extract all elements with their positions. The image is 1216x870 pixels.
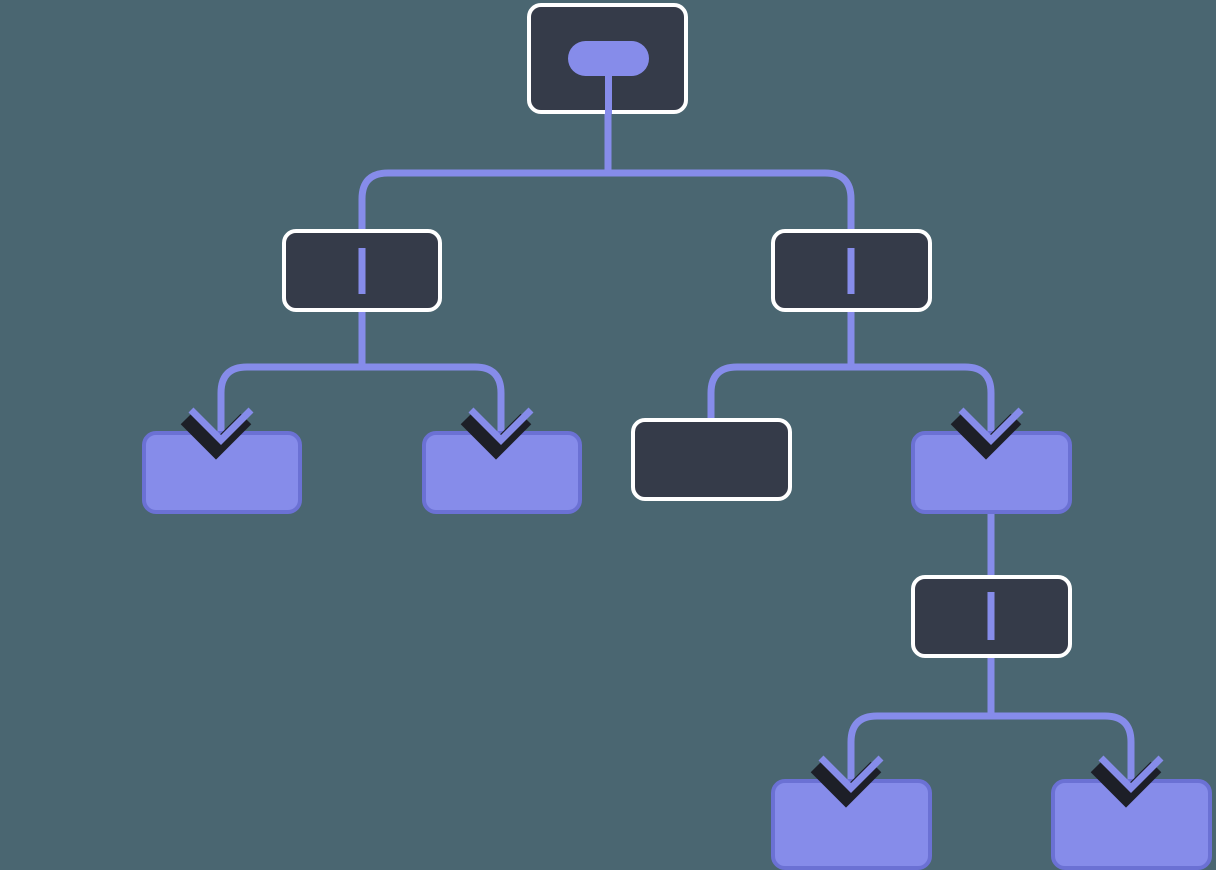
edge-level2-left-to-leaf-a-arrowhead <box>180 407 254 460</box>
edge-level2-left-to-leaf-a <box>217 363 362 440</box>
level3-dark-node[interactable] <box>631 418 792 501</box>
level3-dark-node-shape[interactable] <box>631 418 792 501</box>
nodes-layer <box>142 3 1212 870</box>
chevron-down-icon <box>188 407 254 445</box>
edge-level4-to-leaf-b-arrowhead <box>1090 755 1164 808</box>
edge-level2-left-to-leaf-b-arrowhead <box>460 407 534 460</box>
edge-level2-left-to-leaf-b <box>362 363 505 440</box>
arrowheads-layer <box>180 407 1164 808</box>
chevron-down-icon <box>818 755 884 793</box>
chevron-down-icon <box>468 407 534 445</box>
edge-root-to-level2-right <box>608 169 855 229</box>
edge-level4-to-leaf-a <box>847 712 991 788</box>
edge-level2-right-to-dark-node <box>707 363 851 418</box>
root-node[interactable] <box>527 3 688 114</box>
root-node-pill-icon <box>568 41 649 76</box>
edge-root-to-level2-left <box>358 169 608 229</box>
edge-level2-right-to-leaf-d <box>851 363 995 440</box>
edge-level4-to-leaf-b <box>991 712 1135 788</box>
edge-level4-to-leaf-a-arrowhead <box>810 755 884 808</box>
chevron-down-icon <box>1098 755 1164 793</box>
chevron-down-icon <box>958 407 1024 445</box>
edge-level2-right-to-leaf-d-arrowhead <box>950 407 1024 460</box>
